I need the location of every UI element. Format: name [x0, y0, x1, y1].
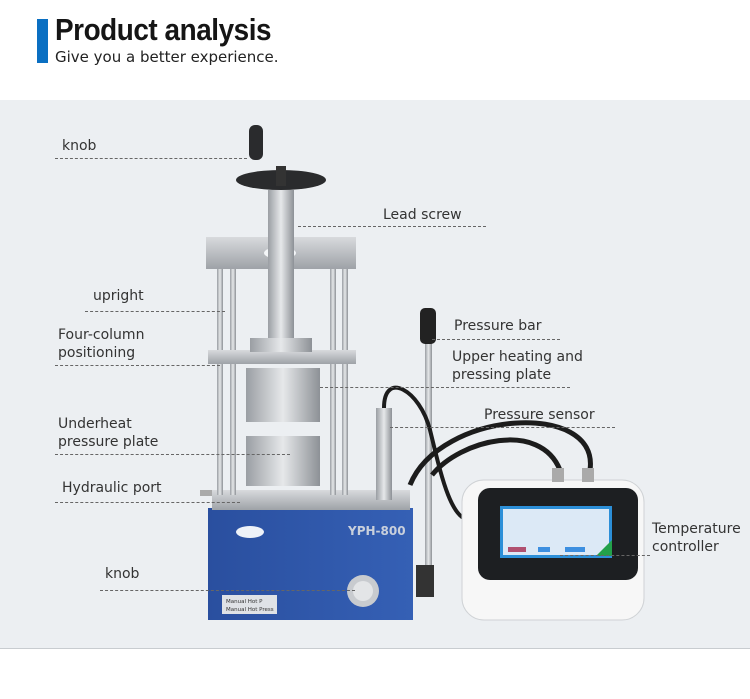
divider — [0, 648, 750, 649]
upper-heating-plate — [246, 368, 320, 422]
leader-line — [55, 365, 220, 366]
svg-text:Manual Hot Press: Manual Hot Press — [226, 607, 274, 613]
leader-line — [55, 158, 247, 159]
label-knob-top: knob — [62, 138, 97, 154]
lead-screw — [268, 190, 294, 338]
label-lead-screw: Lead screw — [383, 207, 462, 223]
pressure-bar — [425, 338, 432, 588]
svg-text:Manual Hot P: Manual Hot P — [226, 599, 263, 605]
column — [217, 250, 223, 495]
name-plate — [222, 595, 277, 614]
model-label: YPH-800 — [347, 524, 406, 538]
label-hydraulic-port: Hydraulic port — [62, 480, 162, 496]
label-knob-bottom: knob — [105, 566, 140, 582]
base-knob — [347, 575, 379, 607]
lower-heating-plate — [246, 436, 320, 486]
page-subtitle: Give you a better experience. — [55, 48, 279, 66]
page-title: Product analysis — [55, 12, 272, 47]
logo-badge — [236, 526, 264, 538]
leader-line — [298, 226, 486, 227]
label-upright: upright — [93, 288, 144, 304]
pressure-sensor — [376, 408, 392, 500]
title-accent-bar — [37, 19, 48, 63]
leader-line — [390, 427, 615, 428]
leader-line — [560, 555, 650, 556]
label-pressure-sensor: Pressure sensor — [484, 407, 595, 423]
leader-line — [55, 454, 290, 455]
label-pressure-bar: Pressure bar — [454, 318, 542, 334]
leader-line — [100, 590, 355, 591]
leader-line — [55, 502, 240, 503]
leader-line — [432, 339, 560, 340]
leader-line — [85, 311, 225, 312]
leader-line — [320, 387, 570, 388]
